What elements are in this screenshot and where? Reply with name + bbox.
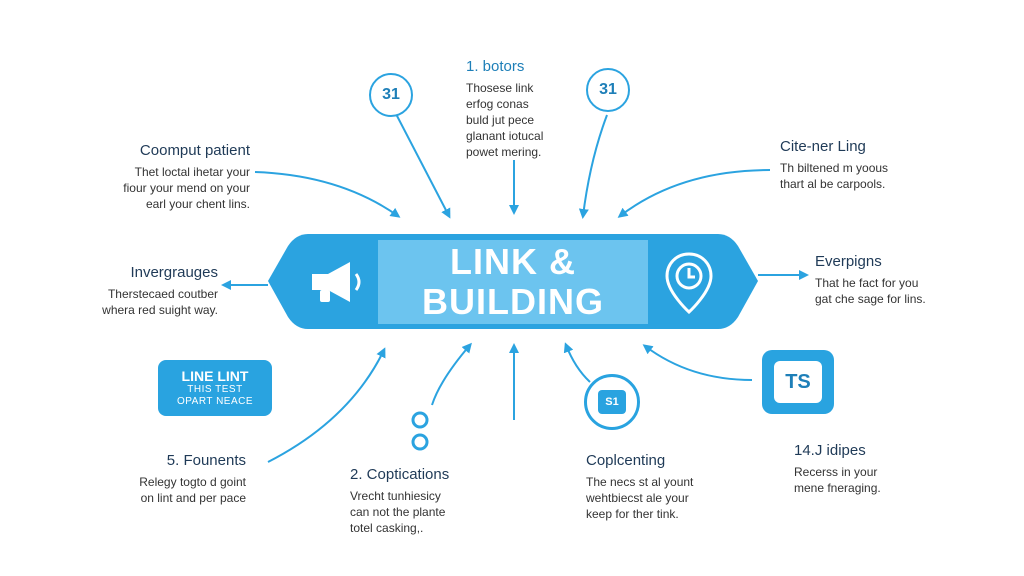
- node-desc-line: keep for ther tink.: [586, 507, 679, 521]
- arrow-badge-right: [578, 114, 608, 219]
- node-desc-line: glanant iotucal: [466, 129, 544, 143]
- node-top-left: Coomput patient Thet loctal ihetar your …: [106, 142, 250, 212]
- node-desc-line: That he fact for you: [815, 276, 919, 290]
- node-desc-line: whera red suight way.: [102, 303, 218, 317]
- tag-line3: OPART NEACE: [176, 396, 254, 407]
- arrow-bottom-right: [642, 344, 753, 381]
- node-desc-line: buld jut pece: [466, 113, 535, 127]
- node-bottom-center: 2. Coptications Vrecht tunhiesicy can no…: [350, 466, 449, 536]
- box-icon: S1: [584, 374, 640, 430]
- node-desc-line: fiour your mend on your: [123, 181, 250, 195]
- node-desc-line: Vrecht tunhiesicy: [350, 489, 441, 503]
- arrow-top-left: [254, 171, 401, 218]
- node-title: 2. Coptications: [350, 466, 450, 483]
- number-badge-right: 31: [586, 68, 630, 112]
- node-title: Cite-ner Ling: [780, 138, 866, 155]
- link-label-tag: LINE LINT THIS TEST OPART NEACE: [158, 360, 272, 416]
- node-title: 5. Founents: [166, 452, 246, 469]
- box-icon-label: S1: [598, 390, 626, 414]
- hub-title-line2: BUILDING: [422, 281, 604, 322]
- node-desc-line: Recerss in your: [794, 465, 878, 479]
- node-title: Coomput patient: [139, 142, 250, 159]
- node-desc-line: erfog conas: [466, 97, 529, 111]
- node-desc-line: earl your chent lins.: [145, 197, 250, 211]
- node-desc-line: Therstecaed coutber: [107, 287, 218, 301]
- node-title: Invergrauges: [130, 264, 218, 281]
- node-bottom-center-right: Coplcenting The necs st al yount wehtbie…: [586, 452, 693, 522]
- node-desc-line: Relegy togto d goint: [139, 475, 246, 489]
- node-desc-line: can not the plante: [350, 505, 446, 519]
- node-desc-line: Th biltened m yoous: [780, 161, 889, 175]
- node-bottom-right: 14.J idipes Recerss in your mene fneragi…: [794, 442, 881, 496]
- node-desc-line: totel casking,.: [350, 521, 424, 535]
- arrow-bottom-center-left: [431, 342, 472, 406]
- node-desc-line: thart al be carpools.: [780, 177, 886, 191]
- node-top-center: 1. botors Thosese link erfog conas buld …: [466, 58, 543, 160]
- node-bottom-left: 5. Founents Relegy togto d goint on lint…: [106, 452, 246, 506]
- ts-tile-icon: TS: [762, 350, 834, 414]
- node-desc-line: gat che sage for lins.: [815, 292, 926, 306]
- megaphone-icon: [312, 262, 361, 302]
- number-badge-left: 31: [369, 73, 413, 117]
- hub-title-line1: LINK &: [450, 241, 576, 282]
- node-desc-line: mene fneraging.: [794, 481, 881, 495]
- node-desc-line: powet mering.: [466, 145, 542, 159]
- node-desc-line: Thet loctal ihetar your: [134, 165, 250, 179]
- ts-tile-label: TS: [774, 361, 822, 403]
- node-title: Everpigns: [815, 253, 882, 270]
- arrow-bottom-left: [267, 347, 386, 463]
- arrow-badge-left: [394, 111, 451, 219]
- node-top-right: Cite-ner Ling Th biltened m yoous thart …: [780, 138, 888, 192]
- node-title: Coplcenting: [586, 452, 666, 469]
- tag-line2: THIS TEST: [187, 384, 243, 395]
- location-clock-icon: [665, 252, 713, 314]
- hub-shape: [268, 234, 758, 329]
- ring-icon-top: [411, 411, 429, 429]
- arrow-bottom-center-right: [563, 342, 591, 383]
- node-desc-line: wehtbiecst ale your: [586, 491, 689, 505]
- central-hub: LINK & BUILDING: [268, 234, 758, 329]
- node-desc-line: on lint and per pace: [140, 491, 246, 505]
- node-title: 1. botors: [466, 58, 525, 75]
- node-title: 14.J idipes: [794, 442, 866, 459]
- node-mid-right: Everpigns That he fact for you gat che s…: [815, 253, 926, 307]
- node-desc-line: Thosese link: [466, 81, 534, 95]
- arrow-top-right: [617, 169, 771, 218]
- node-mid-left: Invergrauges Therstecaed coutber whera r…: [78, 264, 218, 318]
- tag-line1: LINE LINT: [181, 368, 249, 384]
- ring-icon-bottom: [411, 433, 429, 451]
- node-desc-line: The necs st al yount: [586, 475, 694, 489]
- hub-title: LINK & BUILDING: [378, 240, 648, 324]
